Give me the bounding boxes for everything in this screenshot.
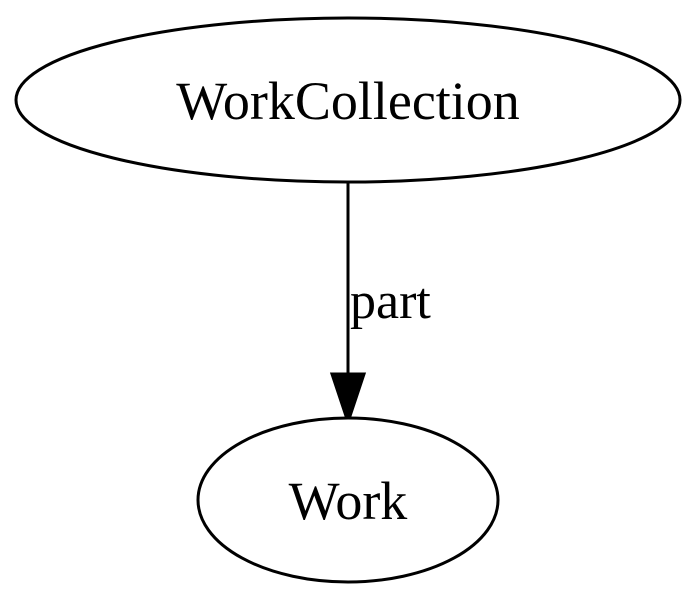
edge-part-arrowhead xyxy=(329,372,367,427)
node-work-shape xyxy=(196,416,500,584)
node-work: Work xyxy=(196,416,500,584)
node-workcollection: WorkCollection xyxy=(14,16,682,184)
edge-part-label: part xyxy=(350,273,431,330)
edge-part: part xyxy=(329,182,431,427)
node-work-label: Work xyxy=(289,471,408,531)
node-workcollection-label: WorkCollection xyxy=(176,71,520,131)
